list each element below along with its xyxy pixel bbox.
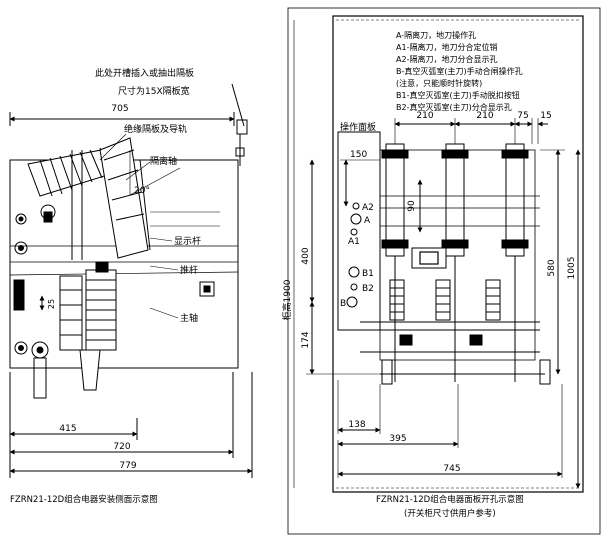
lower-insulator-stack	[59, 261, 117, 391]
hole-A1	[350, 228, 358, 236]
hole-A2	[352, 202, 360, 210]
dim-779-label: 779	[119, 461, 136, 471]
dim-75-label: 75	[517, 111, 528, 121]
mark-A1: A1	[348, 237, 360, 247]
label-insulation-guide: 绝缘隔板及导轨	[124, 123, 187, 135]
right-caption-2: (开关柜尺寸供用户参考)	[404, 508, 496, 519]
dim-779	[9, 372, 253, 478]
dim-210a-label: 210	[416, 111, 433, 121]
dim-210b-label: 210	[476, 111, 493, 121]
right-caption-1: FZRN21-12D组合电器面板开孔示意图	[376, 494, 524, 505]
label-indicator-rod: 显示杆	[174, 235, 201, 247]
dim-415-label: 415	[59, 424, 76, 434]
dim-415	[9, 372, 138, 478]
mark-A2: A2	[362, 203, 374, 213]
left-mechanism	[13, 204, 56, 399]
dim-720	[9, 372, 234, 458]
dim-720-label: 720	[113, 442, 130, 452]
outer-frame	[287, 7, 601, 535]
left-caption: FZRN21-12D组合电器安装侧面示意图	[10, 494, 158, 505]
dim-705-label: 705	[111, 104, 128, 114]
dim-138-label: 138	[348, 420, 365, 430]
dim-400-label: 400	[301, 247, 311, 264]
hole-B2	[350, 283, 358, 291]
legend-line-7: B2-真空灭弧室(主刀)分合显示孔	[396, 102, 512, 112]
contact-column	[71, 137, 151, 260]
cabinet-frame	[332, 15, 584, 493]
right-panel-view	[287, 7, 601, 535]
label-angle: 20°	[134, 186, 150, 196]
note-leader	[231, 83, 248, 166]
legend-line-1: A-隔离刀，地刀操作孔	[396, 30, 476, 40]
dim-90-label: 90	[407, 200, 417, 212]
mark-B: B	[340, 299, 346, 309]
pole-3	[501, 143, 529, 382]
legend-line-3: A2-隔离刀，地刀分合显示孔	[396, 54, 497, 64]
note-line-2: 尺寸为15X隔板宽	[118, 85, 190, 97]
dim-580-label: 580	[547, 259, 557, 276]
label-cabinet-height: 柜高1900	[281, 279, 293, 320]
note-line-1: 此处开槽插入或抽出隔板	[95, 67, 194, 79]
dim-1005-label: 1005	[567, 257, 577, 280]
lower-mechanism	[360, 279, 551, 385]
left-side-view	[9, 83, 253, 478]
dim-745-label: 745	[443, 464, 460, 474]
hole-A	[350, 213, 362, 225]
mark-B2: B2	[362, 284, 374, 294]
dim-705	[9, 112, 235, 126]
mark-A: A	[364, 216, 371, 226]
dim-150-label: 150	[350, 150, 367, 160]
label-push-rod: 推杆	[180, 264, 198, 276]
pole-1	[381, 143, 409, 382]
hole-B1	[348, 266, 360, 278]
label-main-shaft: 主轴	[180, 312, 198, 324]
mark-B1: B1	[362, 269, 374, 279]
legend-line-6: B1-真空灭弧室(主刀)手动脱扣按钮	[396, 90, 520, 100]
dim-174-label: 174	[301, 331, 311, 348]
label-isolating-shaft: 隔离轴	[150, 155, 177, 167]
dim-395-label: 395	[389, 434, 406, 444]
dim-25-label: 25	[47, 299, 56, 309]
legend-line-5: (注意，只能顺时针旋转)	[396, 78, 482, 88]
hole-B	[346, 296, 358, 308]
label-operating-panel: 操作面板	[340, 121, 376, 133]
legend-line-4: B-真空灭弧室(主刀)手动合闸操作孔	[396, 66, 523, 76]
legend-line-2: A1-隔离刀，地刀分合定位销	[396, 42, 497, 52]
dim-15-label: 15	[540, 111, 551, 121]
